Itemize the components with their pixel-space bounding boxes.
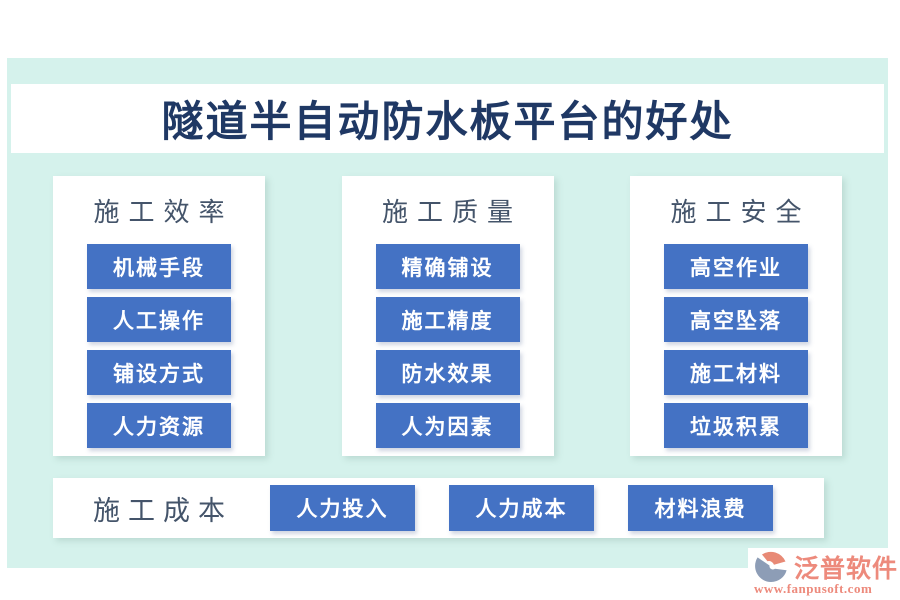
benefit-chip[interactable]: 精确铺设 — [375, 244, 520, 289]
card-header: 施工安全 — [670, 198, 811, 227]
benefit-chip[interactable]: 人为因素 — [375, 403, 520, 448]
cost-bar: 施工成本 人力投入 人力成本 材料浪费 — [53, 478, 824, 538]
benefit-chip[interactable]: 机械手段 — [87, 244, 231, 289]
benefit-chip[interactable]: 人工操作 — [87, 297, 231, 342]
card-efficiency: 施工效率 机械手段 人工操作 铺设方式 人力资源 — [53, 176, 265, 456]
card-safety: 施工安全 高空作业 高空坠落 施工材料 垃圾积累 — [630, 176, 842, 456]
cost-chip[interactable]: 材料浪费 — [628, 485, 773, 531]
fanpu-logo: 泛普软件 www.fanpusoft.com — [748, 548, 898, 600]
benefit-chip[interactable]: 人力资源 — [87, 403, 231, 448]
benefit-chip[interactable]: 垃圾积累 — [664, 403, 808, 448]
main-panel: 隧道半自动防水板平台的好处 施工效率 机械手段 人工操作 铺设方式 人力资源 施… — [7, 58, 888, 568]
benefit-chip[interactable]: 施工精度 — [375, 297, 520, 342]
benefit-chip[interactable]: 防水效果 — [375, 350, 520, 395]
cost-chip[interactable]: 人力成本 — [449, 485, 594, 531]
card-quality: 施工质量 精确铺设 施工精度 防水效果 人为因素 — [341, 176, 554, 456]
fanpu-logo-icon — [754, 549, 790, 588]
benefit-chip[interactable]: 铺设方式 — [87, 350, 231, 395]
benefit-columns: 施工效率 机械手段 人工操作 铺设方式 人力资源 施工质量 精确铺设 施工精度 … — [53, 176, 842, 456]
cost-chip[interactable]: 人力投入 — [270, 485, 415, 531]
cost-chip-list: 人力投入 人力成本 材料浪费 — [270, 485, 773, 531]
page-title: 隧道半自动防水板平台的好处 — [161, 100, 734, 146]
card-header: 施工效率 — [93, 198, 234, 227]
card-button-list: 机械手段 人工操作 铺设方式 人力资源 — [87, 244, 231, 448]
benefit-chip[interactable]: 高空作业 — [664, 244, 808, 289]
benefit-chip[interactable]: 高空坠落 — [664, 297, 808, 342]
card-header: 施工质量 — [381, 198, 522, 227]
card-button-list: 精确铺设 施工精度 防水效果 人为因素 — [375, 244, 520, 448]
logo-url: www.fanpusoft.com — [754, 581, 873, 596]
card-button-list: 高空作业 高空坠落 施工材料 垃圾积累 — [664, 244, 808, 448]
logo-name: 泛普软件 — [794, 556, 899, 583]
title-bar: 隧道半自动防水板平台的好处 — [11, 84, 884, 153]
cost-bar-header: 施工成本 — [93, 495, 233, 526]
benefit-chip[interactable]: 施工材料 — [664, 350, 808, 395]
